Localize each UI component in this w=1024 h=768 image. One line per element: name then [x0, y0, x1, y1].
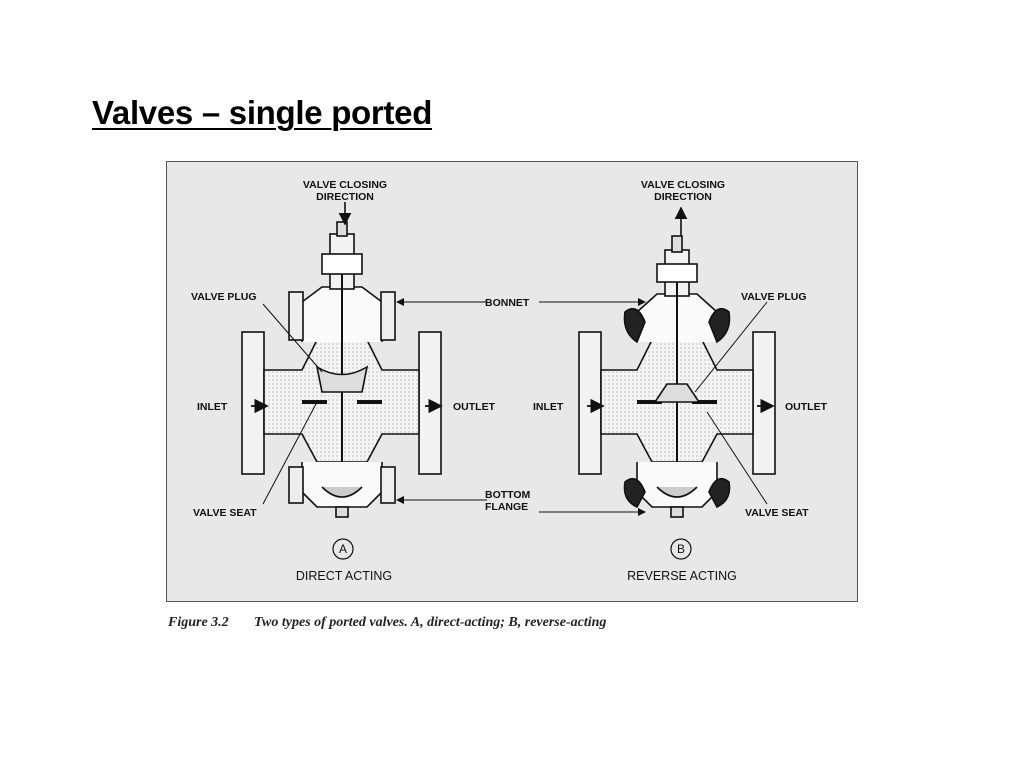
valve-a-plug-label: VALVE PLUG: [191, 291, 257, 303]
valve-b-drawing: [578, 235, 776, 518]
valve-a-outlet-label: OUTLET: [453, 401, 496, 413]
bottom-flange-label-1: BOTTOM: [485, 489, 531, 501]
valve-b-inlet-label: INLET: [533, 401, 564, 413]
valve-a-plug-leader: [262, 303, 323, 373]
valve-b-letter: B: [677, 542, 685, 556]
valve-figure: VALVE CLOSING DIRECTION VALVE PLUG BONNE…: [166, 161, 858, 602]
valve-a-closing-label-1: VALVE CLOSING: [303, 179, 387, 191]
bottom-flange-label-2: FLANGE: [485, 501, 528, 513]
reverse-acting-label: REVERSE ACTING: [627, 569, 737, 583]
valve-a-seat-label: VALVE SEAT: [193, 507, 257, 519]
figure-caption-text: Two types of ported valves. A, direct-ac…: [254, 615, 607, 630]
valve-b-seat-label: VALVE SEAT: [745, 507, 809, 519]
valve-diagram: VALVE CLOSING DIRECTION VALVE PLUG BONNE…: [191, 179, 828, 583]
valve-b-circle: [670, 538, 692, 560]
valve-a-circle: [332, 538, 354, 560]
valve-a-letter: A: [339, 542, 347, 556]
valve-b-closing-label-2: DIRECTION: [654, 191, 712, 203]
valve-b-plug-leader: [694, 301, 768, 393]
valve-b-seat-leader: [706, 411, 768, 505]
valve-b-closing-label-1: VALVE CLOSING: [641, 179, 725, 191]
valve-a-seat-leader: [262, 401, 318, 505]
valve-a-drawing: [241, 221, 442, 518]
direct-acting-label: DIRECT ACTING: [296, 569, 392, 583]
valve-a-closing-label-2: DIRECTION: [316, 191, 374, 203]
figure-number: Figure 3.2: [168, 615, 229, 630]
valve-b-outlet-label: OUTLET: [785, 401, 828, 413]
valve-a-inlet-label: INLET: [197, 401, 228, 413]
slide-title: Valves – single ported: [92, 94, 433, 131]
bonnet-label: BONNET: [485, 297, 530, 309]
valve-b-plug-label: VALVE PLUG: [741, 291, 807, 303]
figure-caption: Figure 3.2 Two types of ported valves. A,…: [168, 615, 606, 631]
